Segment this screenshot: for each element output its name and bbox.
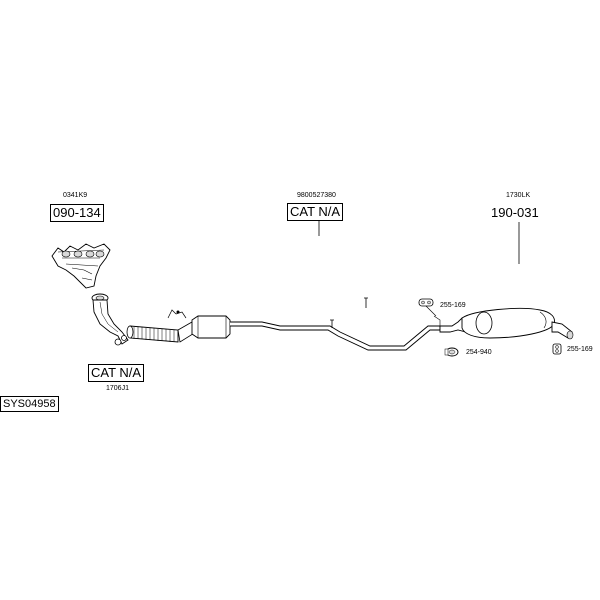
clamp-part-number[interactable]: 254-940: [466, 349, 492, 356]
rubber-hanger-tail-icon[interactable]: [552, 343, 562, 355]
manifold-code-label: 0341K9: [63, 192, 88, 199]
rear-silencer-code-label: 1730LK: [506, 192, 531, 199]
center-section-part-number[interactable]: CAT N/A: [287, 203, 344, 221]
rear-silencer-part-number[interactable]: 190-031: [491, 205, 539, 220]
front-pipe-code-label: 1706J1: [106, 385, 129, 392]
rear-silencer-part[interactable]: [439, 308, 574, 340]
hanger-top-part-number[interactable]: 255-169: [440, 302, 466, 309]
center-section-part[interactable]: [167, 297, 441, 351]
rubber-hanger-top-icon[interactable]: [418, 298, 441, 326]
hanger-tail-part-number[interactable]: 255-169: [567, 346, 593, 353]
center-section-code-label: 9800527380: [297, 192, 336, 199]
flex-pipe-part[interactable]: [126, 321, 197, 343]
manifold-part-number[interactable]: 090-134: [50, 204, 104, 222]
front-pipe-part[interactable]: [91, 293, 129, 346]
clamp-ring-icon[interactable]: [444, 347, 459, 357]
system-code-badge: SYS04958: [0, 396, 59, 412]
front-pipe-part-number[interactable]: CAT N/A: [88, 364, 145, 382]
exhaust-manifold-part[interactable]: [51, 243, 111, 289]
